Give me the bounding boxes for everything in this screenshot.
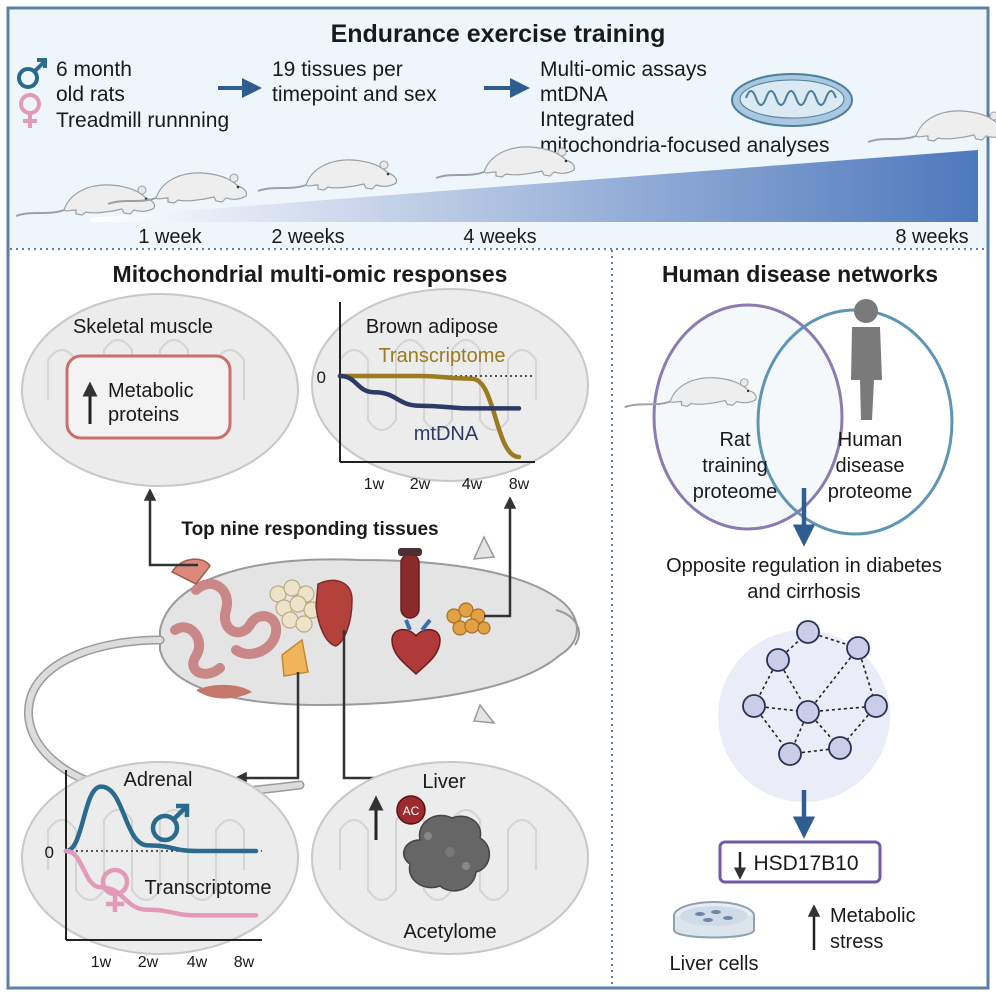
- human-proteome-line3: proteome: [828, 481, 913, 503]
- rat-proteome-circle: [652, 303, 844, 531]
- rats-line1: 6 month: [56, 58, 132, 81]
- arrow-adrenal-to-chart: [234, 672, 300, 785]
- right-panel-title: Human disease networks: [662, 261, 938, 287]
- adrenal-tick-8w: 8w: [234, 954, 255, 971]
- brown-series-mtdna-label: mtDNA: [414, 423, 479, 445]
- timepoint-4-weeks: 4 weeks: [463, 226, 536, 248]
- mitochondrion-icon: [731, 73, 853, 127]
- acetylome-label: Acetylome: [403, 921, 496, 943]
- tissues-line2: timepoint and sex: [272, 83, 437, 106]
- brown-mtdna-line: [337, 373, 522, 411]
- adrenal-chart: 0: [45, 770, 262, 941]
- adrenal-mitochondrion: [21, 761, 299, 955]
- assays-line3: Integrated: [540, 108, 635, 131]
- brown-tick-2w: 2w: [410, 476, 431, 493]
- liver-cells-label: Liver cells: [670, 953, 759, 975]
- metabolic-proteins-line2: proteins: [108, 404, 179, 426]
- gene-box: [718, 840, 882, 884]
- rat-proteome-line2: training: [702, 455, 768, 477]
- gene-label: HSD17B10: [753, 852, 858, 875]
- adrenal-male-symbol-icon: [150, 803, 190, 843]
- brown-adipose-chart: 0: [317, 302, 535, 463]
- timepoint-1-week: 1 week: [138, 226, 202, 248]
- female-symbol-icon: [19, 93, 41, 128]
- rats-line2: old rats: [56, 83, 125, 106]
- acetyl-badge-text: AC: [403, 804, 420, 818]
- brown-zero-label: 0: [317, 368, 326, 387]
- metabolic-proteins-box: [65, 354, 232, 440]
- brown-tick-1w: 1w: [364, 476, 385, 493]
- brown-adipose-mitochondrion: [311, 288, 589, 482]
- arrow-fat-to-brown-adipose: [484, 496, 517, 618]
- brown-transcriptome-line: [337, 373, 522, 460]
- liver-title: Liver: [422, 771, 466, 793]
- timepoint-2-weeks: 2 weeks: [271, 226, 344, 248]
- assays-line4: mitochondria-focused analyses: [540, 134, 830, 157]
- adrenal-female-symbol-icon: [100, 867, 130, 912]
- skeletal-muscle-title: Skeletal muscle: [73, 316, 213, 338]
- adrenal-title: Adrenal: [124, 769, 193, 791]
- assays-line2: mtDNA: [540, 83, 608, 106]
- top-title: Endurance exercise training: [331, 20, 666, 48]
- adrenal-tick-2w: 2w: [138, 954, 159, 971]
- brown-tick-8w: 8w: [509, 476, 530, 493]
- opposite-regulation-line2: and cirrhosis: [747, 581, 860, 603]
- metabolic-stress-line1: Metabolic: [830, 905, 916, 927]
- arrow-muscle-to-skeletal: [143, 488, 198, 567]
- acetylated-protein-icon: [402, 814, 490, 892]
- rat-proteome-line3: proteome: [693, 481, 778, 503]
- adrenal-series-transcriptome-label: Transcriptome: [144, 877, 271, 899]
- training-intensity-ramp: [90, 150, 978, 222]
- rat-proteome-line1: Rat: [719, 429, 751, 451]
- metabolic-stress-line2: stress: [830, 931, 883, 953]
- adrenal-tick-4w: 4w: [187, 954, 208, 971]
- metabolic-proteins-line1: Metabolic: [108, 380, 194, 402]
- adrenal-female-line: [63, 848, 259, 918]
- timepoint-8-weeks: 8 weeks: [895, 226, 968, 248]
- brown-series-transcriptome-label: Transcriptome: [378, 345, 505, 367]
- tissues-line1: 19 tissues per: [272, 58, 403, 81]
- acetyl-badge: [396, 795, 426, 825]
- adrenal-zero-label: 0: [45, 843, 54, 862]
- human-proteome-line2: disease: [836, 455, 905, 477]
- brown-adipose-title: Brown adipose: [366, 316, 498, 338]
- rats-line3: Treadmill runnning: [56, 109, 229, 132]
- petri-dish-icon: [673, 901, 755, 939]
- brown-tick-4w: 4w: [462, 476, 483, 493]
- left-panel-title: Mitochondrial multi-omic responses: [113, 261, 508, 287]
- opposite-regulation-line1: Opposite regulation in diabetes: [666, 555, 942, 577]
- protein-network: [718, 620, 890, 802]
- human-proteome-line1: Human: [838, 429, 902, 451]
- adrenal-male-line: [63, 784, 259, 854]
- top-nine-tissues-label: Top nine responding tissues: [181, 519, 438, 540]
- male-symbol-icon: [17, 58, 47, 89]
- human-figure-icon: [851, 299, 882, 420]
- assays-line1: Multi-omic assays: [540, 58, 707, 81]
- adrenal-tick-1w: 1w: [91, 954, 112, 971]
